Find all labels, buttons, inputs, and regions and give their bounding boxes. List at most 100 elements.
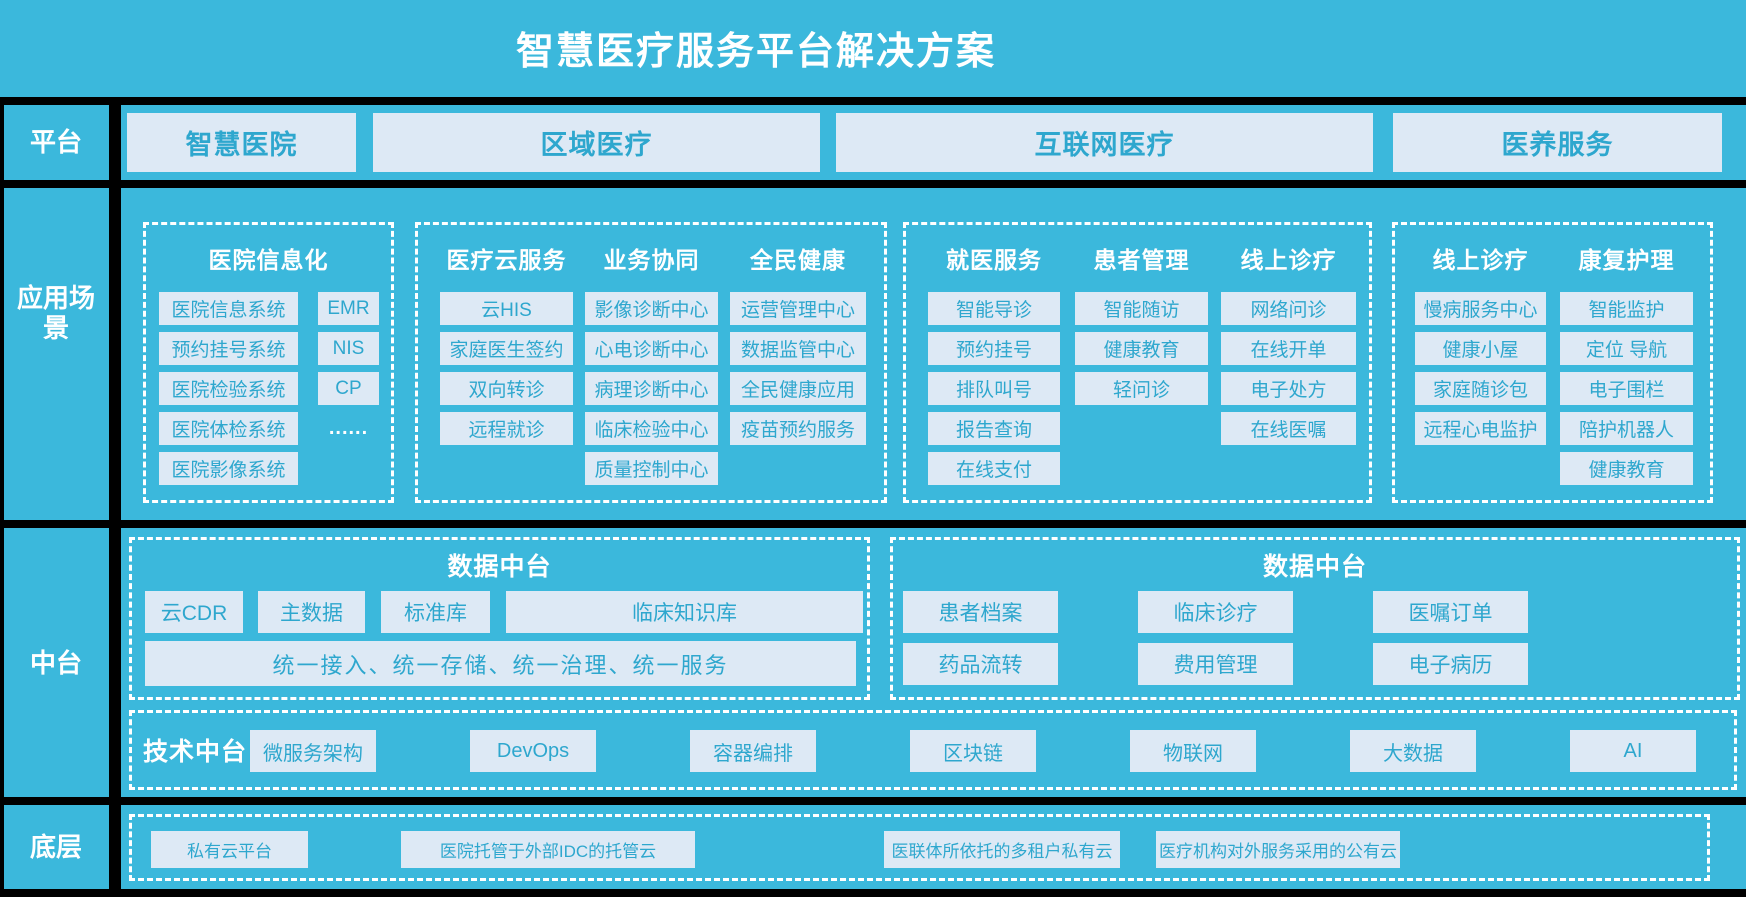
scenario-item: 轻问诊 <box>1075 372 1208 405</box>
scenario-item: 临床检验中心 <box>585 412 718 445</box>
divider <box>0 180 1746 188</box>
tech-box: 区块链 <box>910 730 1036 772</box>
platform-box-elderly-care: 医养服务 <box>1393 113 1722 172</box>
scenario-item: 智能随访 <box>1075 292 1208 325</box>
scenario-column: 医院信息系统 预约挂号系统 医院检验系统 医院体检系统 医院影像系统 <box>159 292 298 492</box>
scenario-item: 陪护机器人 <box>1560 412 1693 445</box>
divider <box>0 97 4 897</box>
scenario-column: EMR NIS CP ...... <box>318 292 379 445</box>
column-header: 全民健康 <box>750 247 846 273</box>
scenario-item: 医院信息系统 <box>159 292 298 325</box>
column-header: 业务协同 <box>603 247 700 273</box>
divider <box>0 797 1746 805</box>
scenario-item: 心电诊断中心 <box>585 332 718 365</box>
divider <box>0 520 1746 528</box>
data-box: 电子病历 <box>1373 643 1528 685</box>
divider <box>0 889 1746 897</box>
tech-box: 微服务架构 <box>250 730 376 772</box>
column-header: 就医服务 <box>946 247 1042 273</box>
row-label-platform: 平台 <box>29 127 82 157</box>
tech-platform-group: 技术中台 微服务架构 DevOps 容器编排 区块链 物联网 大数据 AI <box>129 710 1737 790</box>
unified-services-bar: 统一接入、统一存储、统一治理、统一服务 <box>145 641 856 686</box>
scenario-item: 在线支付 <box>928 452 1060 485</box>
tech-platform-label: 技术中台 <box>143 738 248 766</box>
scenario-item: NIS <box>318 332 379 365</box>
scenario-item: EMR <box>318 292 379 325</box>
data-box: 主数据 <box>258 591 365 633</box>
scenario-item: 家庭随诊包 <box>1415 372 1546 405</box>
tech-box: 物联网 <box>1130 730 1256 772</box>
data-box: 患者档案 <box>903 591 1058 633</box>
data-platform-header: 数据中台 <box>1262 553 1367 581</box>
scenario-item: 医院影像系统 <box>159 452 298 485</box>
scenario-item: 远程心电监护 <box>1415 412 1546 445</box>
scenario-item: 排队叫号 <box>928 372 1060 405</box>
scenario-item: 双向转诊 <box>440 372 573 405</box>
scenario-item: 健康教育 <box>1075 332 1208 365</box>
row-label-middle: 中台 <box>29 647 82 678</box>
scenario-item: 在线开单 <box>1221 332 1356 365</box>
data-platform-header: 数据中台 <box>447 553 552 581</box>
scenario-item: 医院检验系统 <box>159 372 298 405</box>
data-box: 医嘱订单 <box>1373 591 1528 633</box>
scenario-item: 智能监护 <box>1560 292 1693 325</box>
tech-box: AI <box>1570 730 1696 772</box>
scenario-item: 质量控制中心 <box>585 452 718 485</box>
scenario-item: 电子处方 <box>1221 372 1356 405</box>
scenario-item: 全民健康应用 <box>730 372 866 405</box>
column-header: 线上诊疗 <box>1432 247 1529 273</box>
scenario-item: 报告查询 <box>928 412 1060 445</box>
tech-box: 大数据 <box>1350 730 1476 772</box>
scenario-column: 慢病服务中心 健康小屋 家庭随诊包 远程心电监护 <box>1415 292 1546 452</box>
divider <box>0 97 1746 105</box>
scenario-column: 影像诊断中心 心电诊断中心 病理诊断中心 临床检验中心 质量控制中心 <box>585 292 718 492</box>
data-box: 标准库 <box>381 591 490 633</box>
scenario-item: 数据监管中心 <box>730 332 866 365</box>
row-label-scenarios-line1: 应用场 <box>16 283 95 313</box>
scenario-item-ellipsis: ...... <box>328 417 369 439</box>
platform-box-smart-hospital: 智慧医院 <box>127 113 356 172</box>
scenario-item: 家庭医生签约 <box>440 332 573 365</box>
cloud-box: 医疗机构对外服务采用的公有云 <box>1156 831 1400 868</box>
cloud-box: 私有云平台 <box>151 831 308 868</box>
scenario-item: 定位 导航 <box>1560 332 1693 365</box>
data-box: 临床诊疗 <box>1138 591 1293 633</box>
scenario-item: 运营管理中心 <box>730 292 866 325</box>
row-label-scenarios-line2: 景 <box>42 313 69 343</box>
row-label-scenarios: 应用场 景 <box>4 282 108 344</box>
scenario-item: 健康教育 <box>1560 452 1693 485</box>
scenario-item: 影像诊断中心 <box>585 292 718 325</box>
column-header: 线上诊疗 <box>1240 247 1337 273</box>
bottom-layer-group: 私有云平台 医院托管于外部IDC的托管云 医联体所依托的多租户私有云 医疗机构对… <box>129 814 1710 881</box>
scenario-item: CP <box>318 372 379 405</box>
scenario-item: 病理诊断中心 <box>585 372 718 405</box>
scenario-column: 运营管理中心 数据监管中心 全民健康应用 疫苗预约服务 <box>730 292 866 452</box>
cloud-box: 医联体所依托的多租户私有云 <box>884 831 1120 868</box>
scenario-item: 智能导诊 <box>928 292 1060 325</box>
scenario-item: 电子围栏 <box>1560 372 1693 405</box>
scenario-item: 在线医嘱 <box>1221 412 1356 445</box>
data-box: 费用管理 <box>1138 643 1293 685</box>
scenario-column: 智能监护 定位 导航 电子围栏 陪护机器人 健康教育 <box>1560 292 1693 492</box>
tech-box: DevOps <box>470 730 596 772</box>
scenario-column: 智能随访 健康教育 轻问诊 <box>1075 292 1208 412</box>
scenario-item: 云HIS <box>440 292 573 325</box>
scenario-item: 远程就诊 <box>440 412 573 445</box>
column-header: 医院信息化 <box>208 247 329 273</box>
data-platform-group-left: 数据中台 云CDR 主数据 标准库 临床知识库 统一接入、统一存储、统一治理、统… <box>129 537 870 700</box>
data-box: 云CDR <box>145 591 243 633</box>
scenario-column: 云HIS 家庭医生签约 双向转诊 远程就诊 <box>440 292 573 452</box>
scenario-group-elderly-care: 线上诊疗 康复护理 慢病服务中心 健康小屋 家庭随诊包 远程心电监护 智能监护 … <box>1392 222 1713 503</box>
scenario-item: 慢病服务中心 <box>1415 292 1546 325</box>
page-title: 智慧医疗服务平台解决方案 <box>515 31 996 73</box>
scenario-item: 预约挂号 <box>928 332 1060 365</box>
scenario-group-internet-care: 就医服务 患者管理 线上诊疗 智能导诊 预约挂号 排队叫号 报告查询 在线支付 … <box>903 222 1372 503</box>
column-header: 康复护理 <box>1578 247 1675 273</box>
platform-box-internet-care: 互联网医疗 <box>836 113 1373 172</box>
scenario-item: 预约挂号系统 <box>159 332 298 365</box>
data-platform-group-right: 数据中台 患者档案 临床诊疗 医嘱订单 药品流转 费用管理 电子病历 <box>890 537 1740 700</box>
row-label-bottom: 底层 <box>29 832 82 862</box>
scenario-item: 疫苗预约服务 <box>730 412 866 445</box>
column-header: 患者管理 <box>1093 247 1190 273</box>
